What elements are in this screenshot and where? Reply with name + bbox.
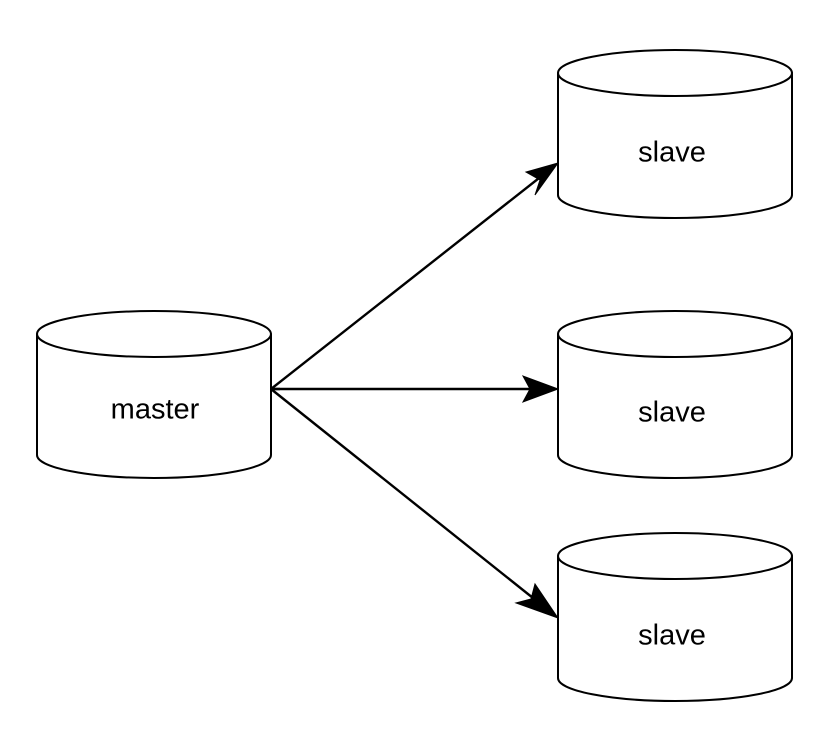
edge-line-bottom xyxy=(270,388,549,611)
slave-top-cylinder-top xyxy=(557,49,793,97)
slave-top-cylinder-body xyxy=(557,72,793,219)
slave-middle-cylinder-body xyxy=(557,333,793,479)
edge-layer xyxy=(268,162,560,619)
arrowhead-bottom xyxy=(514,582,560,619)
edge-master-to-slave-bottom[interactable] xyxy=(270,388,560,619)
edge-master-to-slave-top[interactable] xyxy=(270,162,560,390)
node-slave-top[interactable]: slave xyxy=(557,49,793,219)
master-cylinder-body xyxy=(36,333,272,479)
master-label: master xyxy=(111,394,200,426)
slave-bottom-cylinder-body xyxy=(557,555,793,702)
slave-middle-cylinder-top xyxy=(557,310,793,358)
slave-bottom-label: slave xyxy=(638,620,706,652)
master-cylinder-top xyxy=(36,310,272,358)
slave-bottom-cylinder-top xyxy=(557,532,793,580)
edge-line-top xyxy=(270,170,549,390)
slave-top-label: slave xyxy=(638,137,706,169)
arrowhead-middle xyxy=(521,375,560,403)
node-slave-bottom[interactable]: slave xyxy=(557,532,793,702)
arrowhead-top xyxy=(524,162,560,196)
slave-middle-label: slave xyxy=(638,397,706,429)
node-master[interactable]: master xyxy=(36,310,272,479)
edge-master-to-slave-middle[interactable] xyxy=(271,375,560,403)
node-slave-middle[interactable]: slave xyxy=(557,310,793,479)
